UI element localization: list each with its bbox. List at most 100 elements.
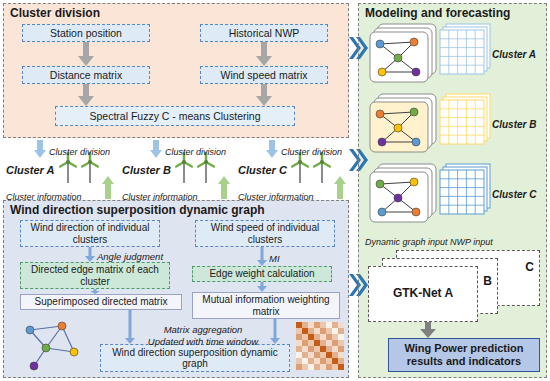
heatmap-cell <box>296 322 302 328</box>
heatmap-cell <box>320 328 326 334</box>
grid-line <box>448 30 449 74</box>
division-arrow <box>266 140 278 158</box>
flow-note: Cluster information <box>238 192 314 202</box>
heatmap-cell <box>320 346 326 352</box>
connector <box>85 247 95 262</box>
turbine-tower <box>321 162 323 183</box>
turbine-hub <box>298 160 302 164</box>
heatmap-cell <box>332 364 338 370</box>
flow-note: Cluster information <box>6 192 82 202</box>
heatmap-cell <box>314 334 320 340</box>
panel: Cluster divisionStation positionHistoric… <box>3 3 349 138</box>
graph-node <box>412 138 420 146</box>
panel: Wind direction superposition dynamic gra… <box>3 200 349 378</box>
heatmap-cell <box>338 358 344 364</box>
label-holder: MI <box>269 248 280 266</box>
graph-node <box>394 54 402 62</box>
grid-line <box>466 170 467 214</box>
heatmap-cell <box>308 322 314 328</box>
turbine-hub <box>66 160 70 164</box>
graph-node <box>378 208 386 216</box>
heatmap-cell <box>302 328 308 334</box>
information-arrow <box>334 176 346 199</box>
label-holder: Cluster C <box>238 160 287 178</box>
turbine-tower <box>67 162 69 183</box>
box-text: Distance matrix <box>50 69 122 81</box>
grid-line <box>440 117 484 118</box>
heatmap-cell <box>332 328 338 334</box>
graph-edge <box>382 142 416 143</box>
heatmap-cell <box>320 358 326 364</box>
graph-node <box>30 362 38 370</box>
box-text: Spectral Fuzzy C - means Clustering <box>90 110 261 122</box>
arrowhead <box>78 96 94 106</box>
heatmap-cell <box>296 334 302 340</box>
turbine-tower <box>205 162 207 183</box>
heatmap-cell <box>320 352 326 358</box>
heatmap-cell <box>326 322 332 328</box>
box-text: Wind speed of individual clusters <box>199 222 331 245</box>
heatmap-cell <box>314 352 320 358</box>
label-holder: NWP input <box>450 231 493 249</box>
heatmap-cell <box>338 322 344 328</box>
process-box: Wind speed of individual clusters <box>195 220 335 247</box>
graph-node <box>376 110 384 118</box>
heatmap-cell <box>332 334 338 340</box>
graph-panel <box>370 102 428 152</box>
heatmap-cell <box>326 352 332 358</box>
turbine-hub <box>204 160 208 164</box>
heatmap-cell <box>326 340 332 346</box>
cluster-name: Cluster A <box>492 49 536 60</box>
heatmap-cell <box>308 364 314 370</box>
edge-label: Angle judgment <box>97 251 163 262</box>
connector-line <box>274 319 277 338</box>
connector-line <box>129 310 132 338</box>
grid-line <box>440 56 484 57</box>
heatmap-cell <box>326 364 332 370</box>
connector-line <box>89 247 92 256</box>
heatmap-cell <box>314 364 320 370</box>
division-arrow <box>150 140 162 158</box>
process-box: Directed edge matrix of each cluster <box>20 262 170 289</box>
heatmap-cell <box>302 352 308 358</box>
cluster-name: Cluster C <box>492 189 536 200</box>
graph-edge <box>30 326 62 330</box>
grid-line <box>440 187 484 188</box>
heatmap-cell <box>302 364 308 370</box>
process-box: Mutual information weighting matrix <box>192 292 340 319</box>
heatmap-cell <box>314 328 320 334</box>
heatmap-cell <box>308 352 314 358</box>
model-box: GTK-Net A <box>368 266 478 322</box>
cluster-name: Cluster A <box>6 164 55 176</box>
heatmap-cell <box>320 322 326 328</box>
connector <box>78 42 94 66</box>
grid-line <box>440 38 484 39</box>
heatmap-cell <box>314 358 320 364</box>
panel-fill <box>358 3 547 378</box>
grid-line <box>440 205 484 206</box>
nwp-grid <box>440 100 484 144</box>
heatmap-cell <box>338 364 344 370</box>
cluster-name: Cluster B <box>492 119 536 130</box>
process-box: Historical NWP <box>200 24 328 42</box>
label-holder: Cluster division <box>49 141 110 159</box>
edge-label: MI <box>269 253 280 264</box>
information-arrow <box>102 176 114 199</box>
graph-node <box>70 348 78 356</box>
heatmap-cell <box>326 334 332 340</box>
heatmap-cell <box>302 334 308 340</box>
graph-panel <box>370 32 428 82</box>
connector <box>257 247 267 266</box>
output-box: Wing Power prediction results and indica… <box>388 338 540 372</box>
box-text: Wing Power prediction results and indica… <box>392 342 536 367</box>
heatmap-cell <box>296 352 302 358</box>
arrowhead <box>256 56 272 66</box>
box-text: Wind direction of individual clusters <box>24 222 156 245</box>
heatmap-cell <box>320 334 326 340</box>
heatmap-cell <box>302 358 308 364</box>
graph-node <box>378 68 386 76</box>
graph-node <box>394 124 402 132</box>
turbine-tower <box>299 162 301 183</box>
arrowhead <box>78 56 94 66</box>
